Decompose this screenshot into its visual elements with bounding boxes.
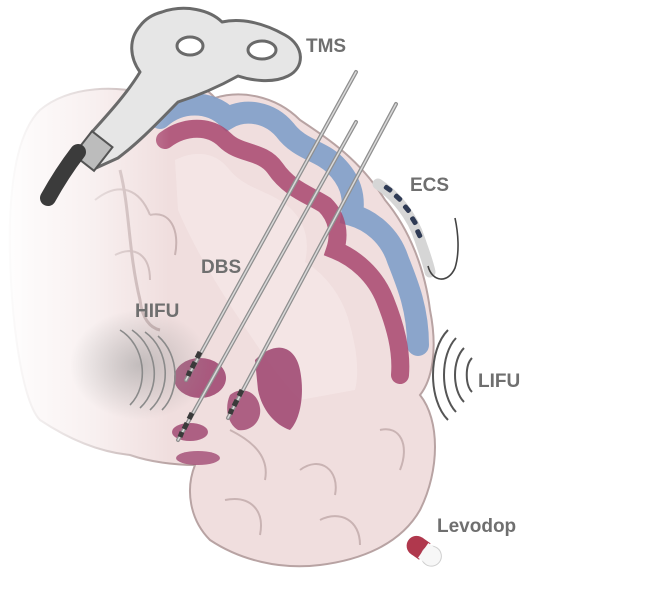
cortex-magenta-band xyxy=(156,119,410,384)
lifu-wave-1 xyxy=(465,357,473,393)
dbs-lead-1 xyxy=(184,70,358,382)
hifu-focal-arc-3 xyxy=(144,331,167,411)
ecs-wire xyxy=(427,217,459,280)
cortex-blue-band xyxy=(149,93,429,356)
dbs-lead-2 xyxy=(176,120,358,442)
dbs-label: DBS xyxy=(201,257,241,278)
ecs-contacts xyxy=(383,184,423,239)
hifu-focal-arc-2 xyxy=(131,329,156,409)
tms-coil-body xyxy=(78,6,302,170)
hifu-transducer xyxy=(70,310,210,420)
pill-capsule-icon xyxy=(406,535,442,567)
tms-coil-hole-left xyxy=(175,35,205,57)
tms-coil-icon xyxy=(40,6,302,206)
pill-red-fill xyxy=(410,537,431,560)
tms-coil-cable xyxy=(40,144,86,206)
dbs-electrodes xyxy=(176,70,398,442)
ecs-label: ECS xyxy=(410,175,449,196)
hifu-focal-arc-1 xyxy=(119,329,144,406)
hifu-label: HIFU xyxy=(135,301,179,322)
ecs-electrode-strip-icon xyxy=(372,178,459,280)
lifu-wave-3 xyxy=(443,337,457,413)
gyrus-fill xyxy=(175,153,358,400)
ultrasound-waves-icon xyxy=(432,329,473,421)
tms-coil-hole-right xyxy=(246,39,278,61)
ecs-strip xyxy=(372,178,436,278)
hifu-focal-arc-4 xyxy=(157,335,176,411)
tms-label: TMS xyxy=(306,36,346,57)
dbs-lead-3 xyxy=(226,102,398,420)
lifu-wave-2 xyxy=(454,347,465,403)
putamen xyxy=(255,347,302,430)
pill-white-fill xyxy=(418,543,436,563)
tms-coil-collar xyxy=(72,129,114,173)
lifu-label: LIFU xyxy=(478,371,520,392)
substantia-nigra xyxy=(176,451,220,465)
levodopa-label: Levodop xyxy=(437,516,516,537)
lifu-wave-4 xyxy=(432,329,449,421)
hifu-beam-glow xyxy=(70,310,210,420)
